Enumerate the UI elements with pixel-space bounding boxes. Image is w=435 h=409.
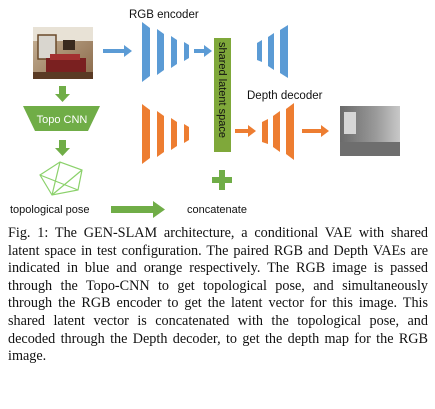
depth-output-image bbox=[340, 106, 400, 156]
rgb-encoder-blocks bbox=[142, 22, 189, 82]
depth-decoder-blocks bbox=[262, 103, 294, 160]
arrow-encoder-to-latent bbox=[194, 45, 212, 57]
figure-caption: Fig. 1: The GEN-SLAM architecture, a con… bbox=[8, 225, 428, 366]
rgb-decoder-blocks bbox=[257, 25, 288, 78]
depth-encoder-blocks bbox=[142, 104, 189, 164]
depth-decoder-label: Depth decoder bbox=[247, 90, 323, 102]
topological-pose-label: topological pose bbox=[10, 204, 90, 216]
architecture-figure: RGB encoder shared latent space Depth de… bbox=[10, 9, 400, 218]
arrow-image-to-encoder bbox=[103, 45, 132, 57]
arrow-pose-to-concatenate bbox=[111, 201, 165, 218]
arrow-decoder-to-depth bbox=[302, 125, 329, 137]
arrow-topocnn-to-pose bbox=[55, 140, 70, 156]
topological-pose-shape bbox=[39, 161, 83, 196]
concatenate-label: concatenate bbox=[187, 204, 247, 216]
rgb-input-image bbox=[33, 27, 93, 79]
shared-latent-space-box bbox=[214, 38, 231, 152]
concatenate-plus-icon bbox=[212, 170, 232, 190]
shared-latent-space-label: shared latent space bbox=[216, 42, 228, 138]
caption-prefix: Fig. 1: bbox=[8, 225, 49, 241]
topo-cnn-label: Topo CNN bbox=[37, 114, 88, 126]
rgb-encoder-label: RGB encoder bbox=[129, 9, 199, 21]
arrow-latent-to-decoder bbox=[235, 125, 256, 137]
caption-text: The GEN-SLAM architecture, a conditional… bbox=[8, 225, 428, 365]
arrow-image-to-topocnn bbox=[55, 86, 70, 102]
topo-cnn-block bbox=[23, 106, 100, 131]
